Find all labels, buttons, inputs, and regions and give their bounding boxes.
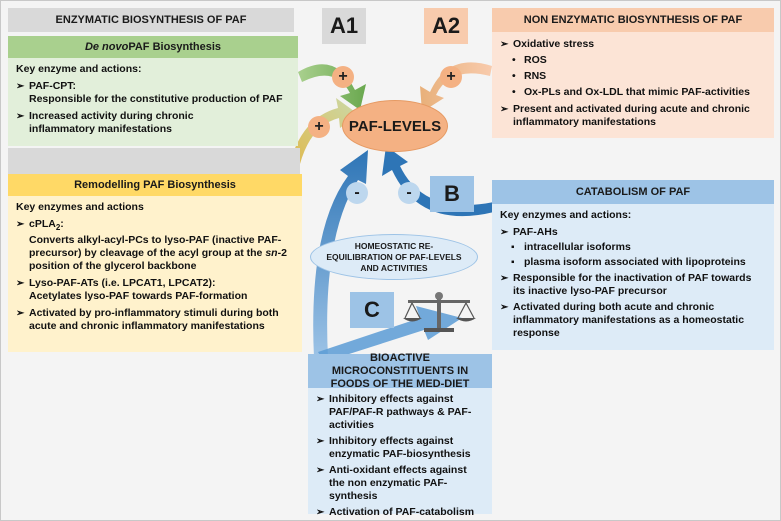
ox-sub-ros: ROS [500,54,766,67]
plus-sign-remodel: + [308,116,330,138]
denovo-panel: Key enzyme and actions: PAF-CPT: Respons… [8,58,298,146]
cpla2-desc-2: -2 position of the glycerol backbone [29,247,287,273]
denovo-item-desc: Responsible for the constitutive product… [29,93,283,105]
arrow-a1 [298,64,366,110]
bioactive-item-1: Inhibitory effects against PAF/PAF-R pat… [316,393,484,432]
label-b: B [430,176,474,212]
denovo-item-title: PAF-CPT: [29,80,77,92]
cpla2-desc-em: sn [265,247,278,260]
denovo-item-pafcpt: PAF-CPT: Responsible for the constitutiv… [16,80,290,106]
enzymatic-biosynthesis-header: ENZYMATIC BIOSYNTHESIS OF PAF [8,8,294,32]
plus-sign-a2: + [440,66,462,88]
remodelling-header: Remodelling PAF Biosynthesis [8,174,302,196]
bioactive-item-2: Inhibitory effects against enzymatic PAF… [316,435,484,461]
denovo-header-rest: PAF Biosynthesis [128,41,222,53]
catabolism-sub-intracellular: intracellular isoforms [500,241,766,254]
catabolism-pafah: PAF-AHs [500,226,766,239]
lyso-title: Lyso-PAF-ATs (i.e. LPCAT1, LPCAT2): [29,277,216,290]
catabolism-activated: Activated during both acute and chronic … [500,301,766,340]
paf-levels-label: PAF-LEVELS [348,117,442,135]
catabolism-key-label: Key enzymes and actions: [500,209,632,221]
lyso-desc: Acetylates lyso-PAF towards PAF-formatio… [29,290,248,303]
non-enzymatic-panel: Oxidative stress ROS RNS Ox-PLs and Ox-L… [492,32,774,138]
remodel-item-activated: Activated by pro-inflammatory stimuli du… [16,307,294,333]
minus-sign-c: - [346,182,368,204]
remodel-item-lyso: Lyso-PAF-ATs (i.e. LPCAT1, LPCAT2): Acet… [16,277,294,303]
remodel-key-label: Key enzymes and actions [16,201,144,213]
cpla2-desc-1: Converts alkyl-acyl-PCs to lyso-PAF (ina… [29,234,282,260]
catabolism-responsible: Responsible for the inactivation of PAF … [500,272,766,298]
catabolism-header: CATABOLISM OF PAF [492,180,774,204]
denovo-item-increased: Increased activity during chronic inflam… [16,110,290,136]
ox-sub-oxpls: Ox-PLs and Ox-LDL that mimic PAF-activit… [500,86,766,99]
non-enzymatic-present-item: Present and activated during acute and c… [500,103,766,129]
gray-spacer-bar [8,148,300,174]
remodelling-panel: Key enzymes and actions cPLA2: Converts … [8,196,302,352]
arrow-remodel [288,98,358,172]
bioactive-item-4: Activation of PAF-catabolism [316,506,484,519]
minus-sign-b: - [398,182,420,204]
label-a1: A1 [322,8,366,44]
cpla2-subscript: 2 [55,223,61,233]
arrow-a2 [420,62,492,112]
remodel-item-cpla2: cPLA2: Converts alkyl-acyl-PCs to lyso-P… [16,218,294,273]
denovo-key-label: Key enzyme and actions: [16,63,142,75]
label-a2: A2 [424,8,468,44]
plus-sign-a1: + [332,66,354,88]
arrow-c-to-catabolism [318,306,462,362]
homeostatic-ellipse: HOMEOSTATIC RE-EQUILIBRATION OF PAF-LEVE… [310,234,478,280]
denovo-header: De novo PAF Biosynthesis [8,36,298,58]
cpla2-label: cPLA [29,218,56,230]
bioactive-panel: Inhibitory effects against PAF/PAF-R pat… [308,388,492,519]
catabolism-panel: Key enzymes and actions: PAF-AHs intrace… [492,204,774,350]
catabolism-sub-plasma: plasma isoform associated with lipoprote… [500,256,766,269]
ox-sub-rns: RNS [500,70,766,83]
bioactive-item-3: Anti-oxidant effects against the non enz… [316,464,484,503]
denovo-header-em: De novo [84,41,129,53]
label-c: C [350,292,394,328]
paf-levels-ellipse: PAF-LEVELS [342,100,448,152]
bioactive-header: BIOACTIVE MICROCONSTITUENTS IN FOODS OF … [308,352,492,390]
non-enzymatic-header: NON ENZYMATIC BIOSYNTHESIS OF PAF [492,8,774,32]
arrow-c [313,150,368,358]
oxidative-stress-item: Oxidative stress [500,38,766,51]
cpla2-colon: : [60,218,64,230]
balance-scale-icon [403,292,476,332]
homeostatic-label: HOMEOSTATIC RE-EQUILIBRATION OF PAF-LEVE… [326,240,462,273]
